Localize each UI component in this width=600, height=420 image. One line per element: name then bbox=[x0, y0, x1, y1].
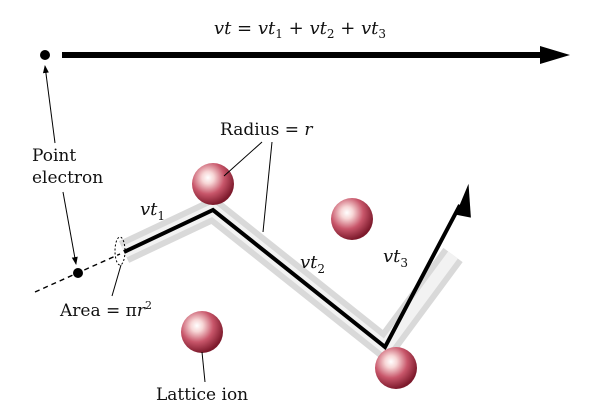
electron-path-arrowhead bbox=[455, 183, 471, 218]
total-path-arrowhead bbox=[540, 46, 570, 64]
segment-label-2: vt2 bbox=[300, 252, 325, 276]
lattice-ion-label: Lattice ion bbox=[156, 385, 248, 405]
lattice-ion bbox=[331, 198, 373, 240]
pointer-bottom-electron bbox=[62, 191, 78, 265]
top-electron-dot bbox=[40, 50, 50, 60]
equation: vt = vt1 + vt2 + vt3 bbox=[214, 18, 386, 41]
point-electron-dot bbox=[73, 268, 83, 278]
radius-pointer-ion bbox=[223, 141, 263, 177]
point-electron-label: Point bbox=[32, 146, 76, 166]
lattice-ion bbox=[192, 163, 234, 205]
point-electron-label-line2: electron bbox=[32, 168, 103, 188]
lattice-ion-pointer bbox=[201, 351, 206, 383]
segment-label-1: vt1 bbox=[140, 199, 165, 223]
area-label: Area = πr2 bbox=[59, 299, 152, 321]
lattice-ion bbox=[181, 311, 223, 353]
pointer-top-electron bbox=[42, 65, 56, 144]
lattice-ion bbox=[375, 347, 417, 389]
radius-pointer-tube bbox=[262, 141, 273, 233]
radius-label: Radius = r bbox=[220, 120, 313, 140]
segment-label-3: vt3 bbox=[383, 246, 408, 270]
area-pointer bbox=[111, 264, 122, 297]
electron-path bbox=[123, 204, 462, 351]
